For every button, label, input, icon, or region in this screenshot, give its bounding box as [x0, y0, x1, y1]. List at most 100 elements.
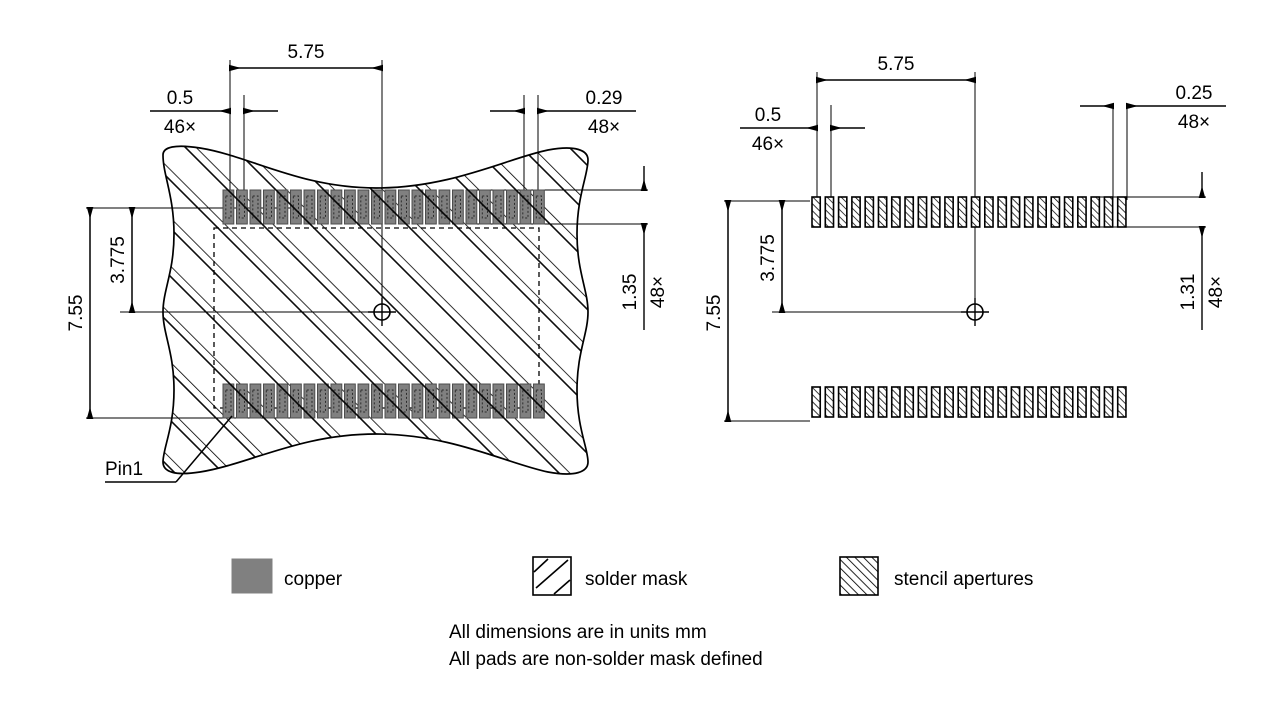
- stencil-outline-on-pad: [468, 195, 475, 219]
- dim-value-aperture-width: 0.25: [1176, 83, 1213, 104]
- dim-value-overall-right: 7.55: [704, 295, 725, 332]
- copper-pad: [465, 383, 478, 419]
- stencil-outline-on-pad: [400, 195, 407, 219]
- stencil-outline-on-pad: [306, 389, 313, 413]
- dim-value-pad-width-left: 0.29: [586, 88, 623, 109]
- dim-value-span-left: 5.75: [288, 42, 325, 63]
- stencil-outline-on-pad: [414, 195, 421, 219]
- dim-pitch-left: 0.5 46×: [150, 88, 278, 138]
- mask-hatch-line: [830, 120, 1250, 540]
- dim-inner-vertical-left: 3.775: [108, 207, 136, 313]
- mask-hatch-line: [0, 120, 50, 540]
- copper-pad: [465, 189, 478, 225]
- copper-pad: [330, 383, 343, 419]
- stencil-outline-on-pad: [468, 389, 475, 413]
- stencil-outline-on-pad: [360, 389, 367, 413]
- stencil-outline-on-pad: [319, 195, 326, 219]
- stencil-aperture: [904, 386, 915, 418]
- stencil-outline-on-pad: [346, 195, 353, 219]
- dim-inner-vertical-right: 3.775: [758, 200, 786, 313]
- legend-label-solder-mask: solder mask: [585, 569, 688, 590]
- copper-pad: [249, 189, 262, 225]
- copper-pad: [276, 383, 289, 419]
- stencil-outline-on-pad: [292, 389, 299, 413]
- stencil-aperture: [1050, 196, 1061, 228]
- mask-hatch-line: [1070, 120, 1280, 540]
- stencil-outline-on-pad: [360, 195, 367, 219]
- dim-pad-length-left: 1.35 48×: [620, 166, 669, 330]
- extension-lines-right: [724, 72, 1206, 422]
- dim-overall-vertical-right: 7.55: [704, 200, 732, 422]
- stencil-outline-on-pad: [346, 389, 353, 413]
- copper-pad: [411, 189, 424, 225]
- stencil-aperture: [1077, 386, 1087, 418]
- stencil-aperture: [1037, 196, 1047, 228]
- copper-pad: [492, 383, 505, 419]
- copper-pad: [290, 189, 302, 225]
- copper-pad: [263, 189, 275, 225]
- stencil-aperture: [983, 196, 994, 228]
- mask-hatch-line: [1262, 120, 1280, 540]
- copper-pad: [317, 383, 329, 419]
- dim-count-pitch-right: 46×: [752, 134, 784, 155]
- mask-hatch-line: [397, 146, 588, 474]
- pin1-callout: Pin1: [105, 415, 233, 483]
- legend-swatch-solder-mask: [532, 556, 572, 596]
- legend-item-stencil-apertures: stencil apertures: [839, 556, 1033, 596]
- stencil-outline-on-pad: [495, 195, 502, 219]
- copper-pad: [236, 383, 248, 419]
- stencil-aperture: [917, 386, 928, 418]
- stencil-aperture: [944, 196, 954, 228]
- stencil-aperture: [824, 386, 835, 418]
- stencil-aperture: [877, 386, 888, 418]
- dim-value-inner-left: 3.775: [108, 236, 129, 284]
- copper-pad: [506, 189, 518, 225]
- stencil-outline-on-pad: [333, 389, 340, 413]
- copper-pad: [425, 383, 437, 419]
- copper-pad: [438, 189, 451, 225]
- copper-pad: [344, 189, 356, 225]
- stencil-aperture: [851, 386, 861, 418]
- dim-value-inner-right: 3.775: [758, 234, 779, 282]
- stencil-aperture: [1077, 196, 1087, 228]
- copper-pad: [357, 383, 370, 419]
- stencil-aperture: [877, 196, 888, 228]
- stencil-aperture: [957, 196, 968, 228]
- stencil-aperture: [1090, 386, 1101, 418]
- stencil-outline-on-pad: [441, 389, 448, 413]
- mask-hatch-line: [1166, 120, 1280, 540]
- stencil-outline-on-pad: [427, 389, 434, 413]
- stencil-outline-on-pad: [522, 195, 529, 219]
- stencil-outline-on-pad: [441, 195, 448, 219]
- copper-pad: [317, 189, 329, 225]
- stencil-outline-on-pad: [265, 195, 272, 219]
- dim-count-pad-length-left: 48×: [648, 276, 669, 308]
- stencil-aperture: [1010, 196, 1021, 228]
- stencil-outline-on-pad: [319, 389, 326, 413]
- stencil-aperture: [1023, 196, 1034, 228]
- datum-center-marker: [368, 298, 396, 326]
- copper-pad: [398, 383, 410, 419]
- stencil-outline-on-pad: [279, 195, 286, 219]
- stencil-aperture: [1023, 386, 1034, 418]
- stencil-outline-on-pad: [427, 195, 434, 219]
- stencil-outline-on-pad: [387, 195, 394, 219]
- copper-pad: [452, 189, 464, 225]
- stencil-outline-on-pad: [333, 195, 340, 219]
- stencil-aperture: [917, 196, 928, 228]
- copper-pad: [344, 383, 356, 419]
- stencil-outline-on-pad: [454, 195, 461, 219]
- mask-hatch-line: [253, 146, 588, 474]
- stencil-aperture: [970, 386, 981, 418]
- copper-pad: [479, 383, 491, 419]
- dim-count-pad-width-left: 48×: [588, 117, 620, 138]
- stencil-outline-on-pad: [387, 389, 394, 413]
- mask-hatch-line: [1022, 120, 1280, 540]
- stencil-aperture: [1116, 196, 1127, 228]
- copper-pad: [222, 383, 235, 419]
- stencil-outline-on-pad: [373, 389, 380, 413]
- dim-pitch-right: 0.5 46×: [740, 105, 865, 155]
- stencil-aperture: [1063, 386, 1074, 418]
- stencil-outline-on-pad: [535, 389, 542, 413]
